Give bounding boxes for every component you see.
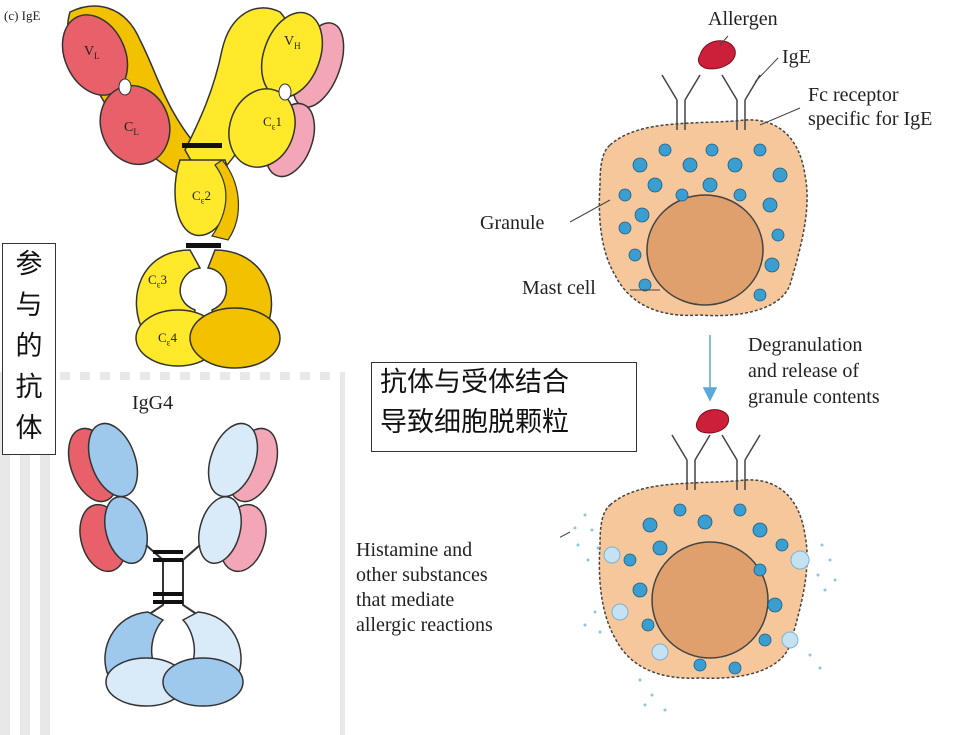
- ce1-domain: [228, 88, 296, 168]
- caption-box: 抗体与受体结合 导致细胞脱颗粒: [371, 362, 637, 452]
- igg4-title: IgG4: [132, 392, 174, 414]
- side-label-char: 参: [15, 249, 43, 280]
- allergen-label: Allergen: [708, 8, 778, 30]
- igg4-left-heavy-c: [104, 496, 148, 564]
- ce2-heavy-back: [211, 159, 240, 241]
- degranulation-label-line2: and release of: [748, 360, 860, 382]
- granule-label: Granule: [480, 212, 545, 234]
- ige-receptors-bottom: [671, 434, 761, 490]
- mast-cell-diagram: [560, 35, 837, 712]
- ce4-label: Cε4: [158, 330, 177, 348]
- igg4-structure-diagram: [67, 422, 279, 707]
- hinge-hole-right: [278, 83, 292, 101]
- degranulation-label-line1: Degranulation: [748, 334, 863, 356]
- nucleus-top: [646, 194, 764, 306]
- caption-line-2: 导致细胞脱颗粒: [380, 407, 569, 438]
- igg4-left-heavy-v: [87, 422, 139, 498]
- mast-cell-label: Mast cell: [522, 277, 596, 299]
- side-label-char: 的: [15, 331, 43, 362]
- side-label-box: 参 与 的 抗 体: [2, 243, 56, 455]
- ce1-label: Cε1: [263, 114, 282, 132]
- igg4-ch3-right: [162, 657, 244, 707]
- degranulation-arrow: [702, 335, 718, 402]
- ce4-domain-right: [189, 307, 281, 369]
- histamine-label-line4: allergic reactions: [356, 614, 493, 636]
- allergen-bottom: [695, 409, 730, 434]
- allergen-top: [697, 40, 736, 70]
- igg4-right-heavy-v: [207, 422, 259, 498]
- histamine-release-dots: [573, 513, 837, 712]
- histamine-label-line1: Histamine and: [356, 539, 473, 561]
- igg4-disulfide-4: [153, 600, 183, 604]
- igg4-right-heavy-c: [198, 496, 242, 564]
- igg4-disulfide-1: [153, 550, 183, 554]
- caption-line-1: 抗体与受体结合: [380, 367, 569, 398]
- side-label-char: 与: [15, 290, 43, 321]
- granules-bottom: [623, 503, 789, 675]
- fc-receptor-label-line2: specific for IgE: [808, 108, 933, 130]
- ce2-label: Cε2: [192, 188, 211, 206]
- histamine-label-line2: other substances: [356, 564, 488, 586]
- histamine-label-line3: that mediate: [356, 589, 455, 611]
- igg4-disulfide-3: [153, 592, 183, 596]
- granules-top: [618, 143, 788, 302]
- ige-receptors-top: [661, 74, 761, 130]
- ige-structure-diagram: [61, 5, 345, 369]
- released-granules: [603, 546, 810, 661]
- fc-receptor-label-line1: Fc receptor: [808, 84, 899, 106]
- igg4-hinge: [145, 544, 201, 616]
- ce3-label: Cε3: [148, 272, 167, 290]
- disulfide-bond-upper: [182, 143, 222, 148]
- cl-label: CL: [124, 120, 139, 137]
- side-label-char: 抗: [15, 372, 43, 403]
- hinge-hole-left: [118, 78, 132, 96]
- ige-panel-label: (c) IgE: [4, 8, 41, 23]
- side-label-char: 体: [15, 413, 43, 444]
- vh-label: VH: [284, 34, 301, 51]
- ige-label: IgE: [782, 46, 811, 68]
- degranulation-label-line3: granule contents: [748, 386, 880, 408]
- leader-lines: [560, 35, 801, 538]
- vl-label: VL: [84, 44, 100, 61]
- disulfide-bond-lower: [186, 243, 221, 248]
- igg4-disulfide-2: [153, 558, 183, 562]
- nucleus-bottom: [651, 541, 769, 659]
